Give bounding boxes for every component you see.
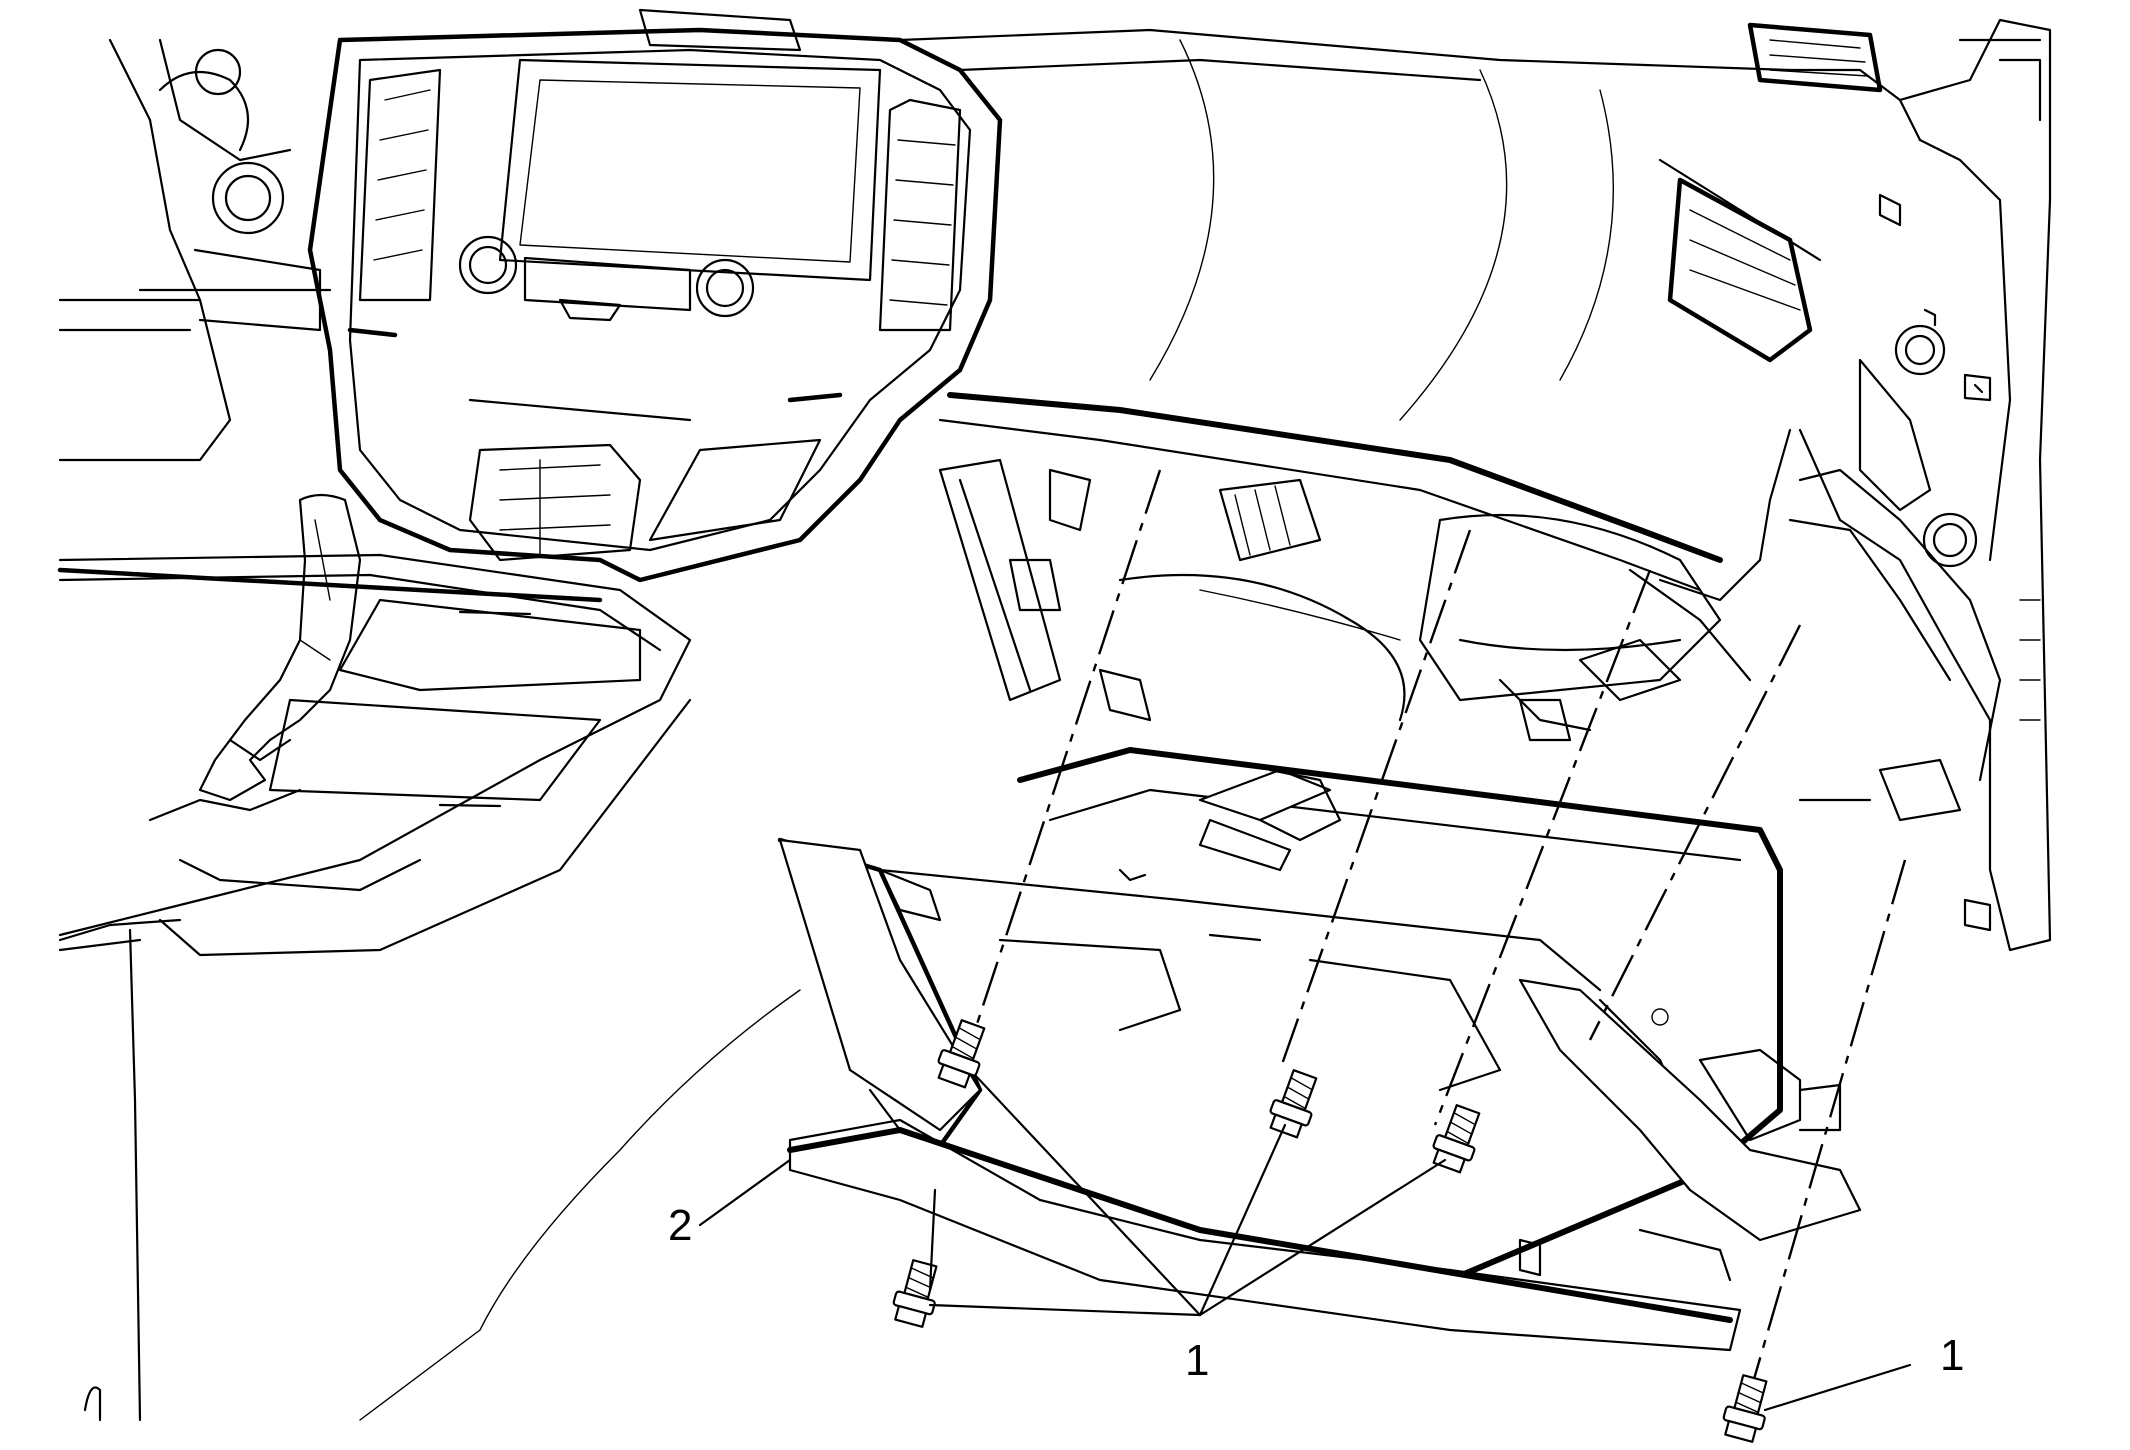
- bolt-e: [1722, 1374, 1768, 1443]
- steering-column-trim: [58, 38, 332, 462]
- left-knob: [458, 235, 518, 295]
- right-center-vent: [878, 98, 962, 332]
- glovebox-side-arm: [1518, 978, 1862, 1242]
- callout-label-2: 2: [668, 1201, 692, 1250]
- defroster-vent: [1747, 22, 1883, 93]
- callout-label-1-right: 1: [1940, 1331, 1964, 1380]
- right-side-bracket: [1788, 18, 2052, 952]
- instrument-panel-upper: [898, 22, 1922, 602]
- glovebox-latch: [1198, 768, 1332, 822]
- bolt-b: [1269, 1069, 1318, 1139]
- bolt-c: [1432, 1104, 1481, 1174]
- left-center-vent: [358, 68, 442, 302]
- gear-shifter: [148, 493, 362, 822]
- glovebox-assembly: [777, 747, 1862, 1352]
- bracket-hole-middle: [1922, 512, 1978, 568]
- leader-lines: [698, 1073, 1912, 1412]
- hvac-controls: [468, 443, 642, 562]
- bolt-a: [937, 1019, 986, 1089]
- installation-guide-lines: [973, 469, 1907, 1411]
- glovebox-door: [788, 1118, 1742, 1352]
- under-dash-components: [938, 458, 1752, 742]
- bolt-d: [892, 1259, 938, 1328]
- center-console: [57, 553, 692, 957]
- hvac-hose: [1218, 478, 1322, 562]
- right-knob: [695, 258, 755, 318]
- floor-carpet-outline: [83, 928, 801, 1422]
- blower-housing: [1418, 513, 1722, 702]
- infotainment-screen: [498, 58, 882, 282]
- center-stack: [307, 8, 1003, 583]
- callout-label-1: 1: [1185, 1336, 1209, 1385]
- bracket-hole-upper: [1894, 324, 1946, 376]
